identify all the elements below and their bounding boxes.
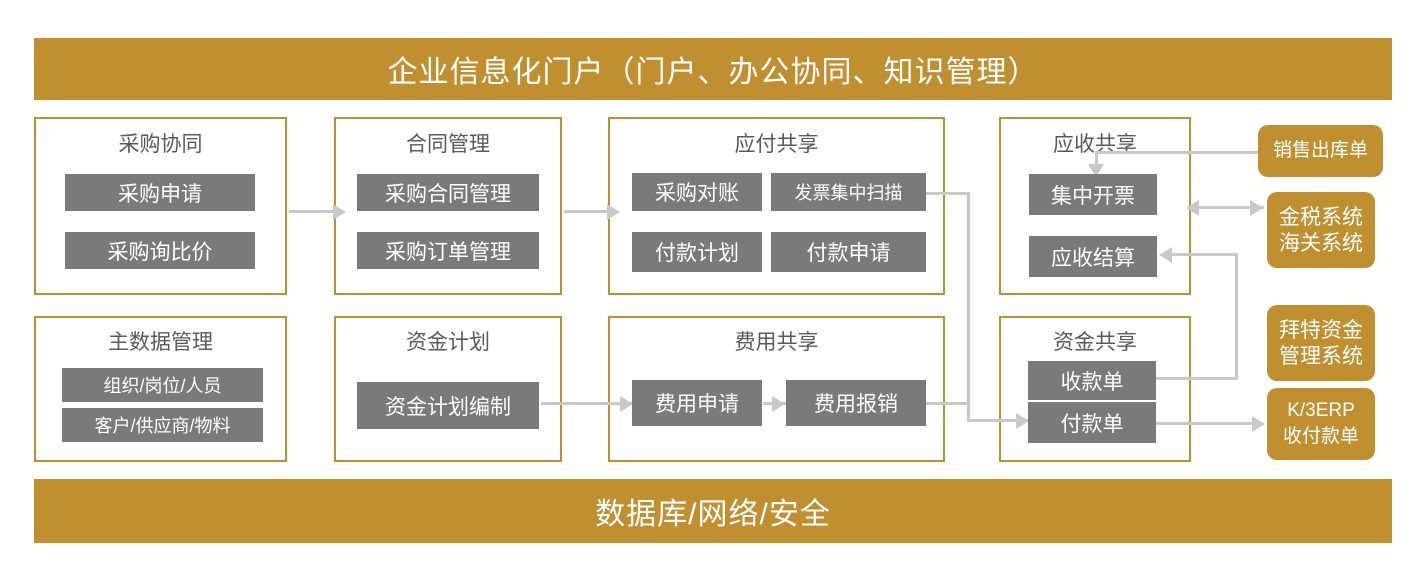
module-purchase-reconciliation[interactable]: 采购对账 bbox=[632, 173, 762, 211]
group-title-master-data: 主数据管理 bbox=[108, 331, 213, 354]
module-org-post-person[interactable]: 组织/岗位/人员 bbox=[62, 368, 263, 402]
connector-receipt-voucher-right bbox=[1156, 377, 1238, 380]
external-system-k3erp-line-1: K/3ERP bbox=[1287, 400, 1355, 421]
arrow-sales-delivery-to-invoicing bbox=[1088, 164, 1104, 177]
module-invoice-central-scan[interactable]: 发票集中扫描 bbox=[771, 173, 926, 211]
module-payment-voucher[interactable]: 付款单 bbox=[1028, 402, 1156, 443]
module-expense-request[interactable]: 费用申请 bbox=[632, 380, 762, 426]
external-system-tax-customs-line-1: 金税系统 bbox=[1279, 205, 1363, 229]
external-system-k3erp[interactable]: K/3ERP 收付款单 bbox=[1267, 388, 1375, 460]
connector-receipt-voucher-up bbox=[1235, 253, 1238, 380]
connector-reimbursement-down bbox=[967, 402, 970, 422]
external-system-tax-customs[interactable]: 金税系统 海关系统 bbox=[1267, 192, 1375, 268]
connector-sales-delivery-down bbox=[1095, 151, 1098, 167]
module-payment-request[interactable]: 付款申请 bbox=[771, 232, 926, 272]
arrow-fundplan-to-expense bbox=[620, 396, 633, 412]
connector-invoice-scan-to-payment-voucher bbox=[967, 419, 1029, 422]
arrow-to-receivable-settlement bbox=[1159, 247, 1172, 263]
module-expense-reimbursement[interactable]: 费用报销 bbox=[786, 380, 926, 426]
arrow-to-payment-voucher bbox=[1016, 413, 1029, 429]
external-system-sales-delivery-line-1: 销售出库单 bbox=[1272, 140, 1368, 161]
group-title-receivable-share: 应收共享 bbox=[1053, 133, 1137, 156]
bottom-banner-infrastructure: 数据库/网络/安全 bbox=[34, 479, 1392, 543]
arrow-purchase-to-contract bbox=[333, 204, 346, 220]
connector-invoicing-to-tax-system bbox=[1196, 206, 1264, 209]
arrow-invoicing-to-tax bbox=[1250, 200, 1263, 216]
group-title-contract-mgmt: 合同管理 bbox=[406, 133, 490, 156]
external-system-k3erp-line-2: 收付款单 bbox=[1282, 426, 1359, 447]
group-title-fund-plan: 资金计划 bbox=[406, 331, 490, 354]
connector-invoice-scan-right bbox=[925, 192, 970, 195]
module-fund-plan-prepare[interactable]: 资金计划编制 bbox=[357, 382, 539, 429]
group-title-treasury-share: 资金共享 bbox=[1053, 331, 1137, 354]
connector-purchase-to-contract bbox=[289, 210, 335, 213]
arrow-payment-voucher-to-k3erp bbox=[1252, 416, 1265, 432]
external-system-bytter-treasury[interactable]: 拜特资金 管理系统 bbox=[1267, 305, 1375, 381]
connector-payment-voucher-to-k3erp bbox=[1156, 422, 1258, 425]
module-purchase-request[interactable]: 采购申请 bbox=[65, 174, 255, 211]
connector-to-receivable-settlement bbox=[1172, 253, 1238, 256]
module-purchase-order[interactable]: 采购订单管理 bbox=[357, 232, 539, 269]
external-system-tax-customs-line-2: 海关系统 bbox=[1279, 231, 1363, 255]
group-title-payable-share: 应付共享 bbox=[734, 133, 819, 156]
group-title-expense-share: 费用共享 bbox=[734, 331, 819, 354]
connector-reimbursement-right bbox=[925, 402, 970, 405]
module-central-invoicing[interactable]: 集中开票 bbox=[1029, 174, 1157, 215]
arrow-contract-to-payable bbox=[607, 204, 620, 220]
arrow-tax-to-invoicing bbox=[1186, 200, 1199, 216]
module-purchase-inquiry[interactable]: 采购询比价 bbox=[65, 232, 255, 269]
module-purchase-contract[interactable]: 采购合同管理 bbox=[357, 174, 539, 211]
external-system-bytter-treasury-line-2: 管理系统 bbox=[1279, 344, 1363, 368]
top-banner-enterprise-portal: 企业信息化门户（门户、办公协同、知识管理） bbox=[34, 38, 1392, 100]
arrow-expense-request-to-reimbursement bbox=[772, 396, 785, 412]
group-title-purchase-collab: 采购协同 bbox=[118, 133, 203, 156]
connector-invoice-scan-down bbox=[967, 192, 970, 422]
connector-fundplan-to-expense bbox=[541, 402, 633, 405]
module-receipt-voucher[interactable]: 收款单 bbox=[1028, 361, 1156, 400]
connector-sales-delivery-left bbox=[1095, 151, 1260, 154]
module-receivable-settlement[interactable]: 应收结算 bbox=[1029, 236, 1157, 277]
external-system-bytter-treasury-line-1: 拜特资金 bbox=[1279, 318, 1363, 342]
module-customer-supplier-material[interactable]: 客户/供应商/物料 bbox=[62, 408, 263, 442]
external-system-sales-delivery[interactable]: 销售出库单 bbox=[1258, 125, 1383, 177]
connector-contract-to-payable bbox=[564, 210, 610, 213]
module-payment-plan[interactable]: 付款计划 bbox=[632, 232, 762, 272]
